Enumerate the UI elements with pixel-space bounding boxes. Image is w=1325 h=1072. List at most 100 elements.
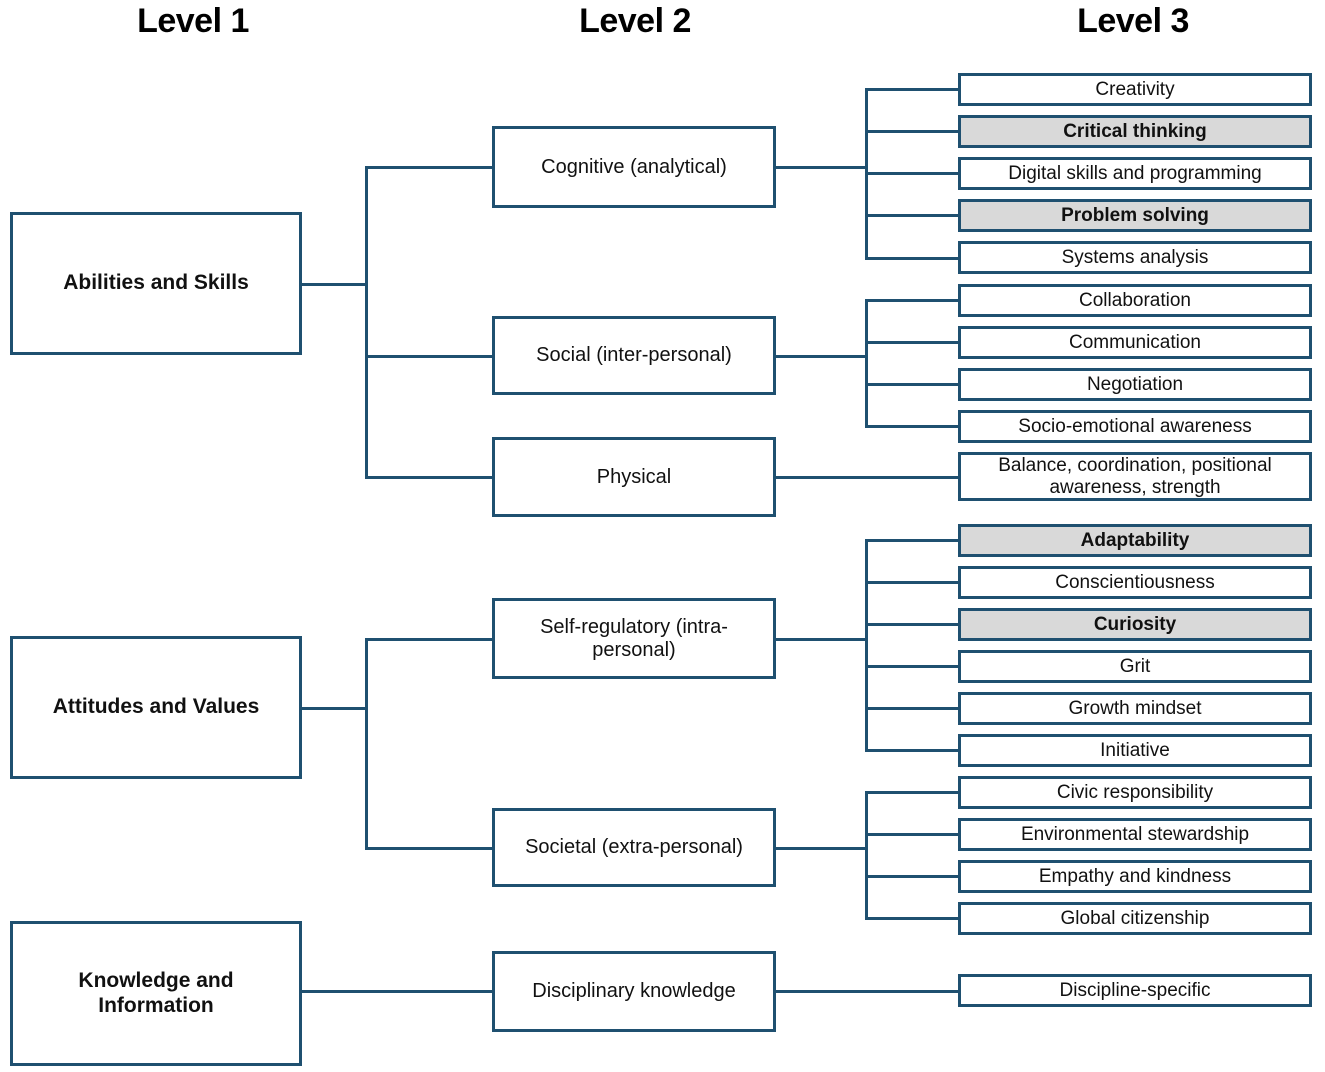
connector-l2-physical-to-balance [775,476,960,479]
node-label: Physical [596,465,672,488]
connector-l1-knowledge-to-disciplinary [300,990,494,993]
connector-branch-global-citizenship [865,917,960,920]
connector-branch-cognitive [365,166,494,169]
node-curiosity[interactable]: Curiosity [958,608,1312,641]
node-social-inter-personal[interactable]: Social (inter-personal) [492,316,776,395]
node-label: Civic responsibility [1056,781,1214,803]
connector-l1-abilities-trunk [365,167,368,478]
connector-l2-self-regulatory-stub [775,638,867,641]
node-label: Empathy and kindness [1038,865,1232,887]
node-label: Balance, coordination, positional awaren… [998,454,1272,498]
node-label: Knowledge and Information [78,969,234,1017]
connector-branch-creativity [865,88,960,91]
node-physical[interactable]: Physical [492,437,776,517]
node-label: Grit [1119,655,1151,677]
connector-l2-societal-trunk [865,791,868,919]
node-label: Disciplinary knowledge [532,980,736,1002]
node-label: Social (inter-personal) [536,344,732,366]
node-systems-analysis[interactable]: Systems analysis [958,241,1312,274]
node-label: Growth mindset [1068,697,1202,719]
connector-branch-problem-solving [865,214,960,217]
column-header-level-2: Level 2 [579,2,691,40]
connector-l1-attitudes-trunk [365,638,368,850]
node-label: Communication [1069,331,1201,353]
connector-l1-attitudes-stub [300,707,367,710]
node-label: Problem solving [1061,204,1209,226]
connector-branch-grit [865,665,960,668]
node-civic-responsibility[interactable]: Civic responsibility [958,776,1312,809]
node-label: Socio-emotional awareness [1018,415,1252,437]
node-collaboration[interactable]: Collaboration [958,284,1312,317]
node-communication[interactable]: Communication [958,326,1312,359]
node-label: Curiosity [1093,613,1177,635]
node-self-regulatory-intra-personal[interactable]: Self-regulatory (intra-personal) [492,598,776,679]
node-critical-thinking[interactable]: Critical thinking [958,115,1312,148]
node-label: Collaboration [1079,289,1191,311]
node-label: Systems analysis [1061,246,1209,268]
node-attitudes-and-values[interactable]: Attitudes and Values [10,636,302,779]
node-negotiation[interactable]: Negotiation [958,368,1312,401]
column-header-level-3: Level 3 [1077,2,1189,40]
node-label: Conscientiousness [1055,571,1215,593]
node-digital-skills-and-programming[interactable]: Digital skills and programming [958,157,1312,190]
node-initiative[interactable]: Initiative [958,734,1312,767]
connector-branch-adaptability [865,539,960,542]
node-label: Adaptability [1080,529,1190,551]
connector-l2-self-regulatory-trunk [865,539,868,751]
connector-branch-initiative [865,749,960,752]
connector-branch-empathy-and-kindness [865,875,960,878]
node-environmental-stewardship[interactable]: Environmental stewardship [958,818,1312,851]
node-grit[interactable]: Grit [958,650,1312,683]
connector-branch-socio-emotional [865,425,960,428]
connector-l2-social-trunk [865,299,868,427]
node-label: Initiative [1100,739,1170,761]
connector-branch-digital-skills [865,172,960,175]
connector-branch-civic-responsibility [865,791,960,794]
connector-branch-social [365,355,494,358]
connector-branch-systems-analysis [865,257,960,260]
node-label: Critical thinking [1063,120,1207,142]
connector-branch-societal [365,847,494,850]
node-label: Cognitive (analytical) [541,155,727,178]
node-label: Negotiation [1086,373,1184,395]
node-label: Digital skills and programming [1008,162,1262,184]
connector-branch-physical [365,476,494,479]
connector-branch-environmental-stewardship [865,833,960,836]
connector-branch-collaboration [865,299,960,302]
connector-branch-growth-mindset [865,707,960,710]
node-discipline-specific[interactable]: Discipline-specific [958,974,1312,1007]
column-header-level-1: Level 1 [137,2,249,40]
node-creativity[interactable]: Creativity [958,73,1312,106]
node-global-citizenship[interactable]: Global citizenship [958,902,1312,935]
node-adaptability[interactable]: Adaptability [958,524,1312,557]
connector-branch-critical-thinking [865,130,960,133]
node-label: Creativity [1095,78,1175,100]
node-cognitive-analytical[interactable]: Cognitive (analytical) [492,126,776,208]
connector-l1-abilities-stub [300,283,367,286]
node-knowledge-and-information[interactable]: Knowledge and Information [10,921,302,1066]
node-growth-mindset[interactable]: Growth mindset [958,692,1312,725]
connector-l2-disciplinary-to-discipline-specific [775,990,960,993]
node-label: Abilities and Skills [63,271,249,295]
connector-l2-cognitive-stub [775,166,867,169]
connector-branch-communication [865,341,960,344]
node-problem-solving[interactable]: Problem solving [958,199,1312,232]
node-label: Global citizenship [1060,907,1210,929]
node-societal-extra-personal[interactable]: Societal (extra-personal) [492,808,776,887]
node-label: Societal (extra-personal) [525,836,743,858]
node-conscientiousness[interactable]: Conscientiousness [958,566,1312,599]
connector-l2-social-stub [775,355,867,358]
node-abilities-and-skills[interactable]: Abilities and Skills [10,212,302,355]
node-label: Environmental stewardship [1020,823,1250,845]
node-label: Attitudes and Values [52,695,260,719]
node-label: Self-regulatory (intra-personal) [540,615,728,661]
connector-l2-societal-stub [775,847,867,850]
connector-branch-curiosity [865,623,960,626]
node-disciplinary-knowledge[interactable]: Disciplinary knowledge [492,951,776,1032]
connector-branch-conscientiousness [865,581,960,584]
connector-branch-self-regulatory [365,638,494,641]
node-empathy-and-kindness[interactable]: Empathy and kindness [958,860,1312,893]
node-socio-emotional-awareness[interactable]: Socio-emotional awareness [958,410,1312,443]
node-balance-coordination-positional-awareness-strength[interactable]: Balance, coordination, positional awaren… [958,452,1312,501]
